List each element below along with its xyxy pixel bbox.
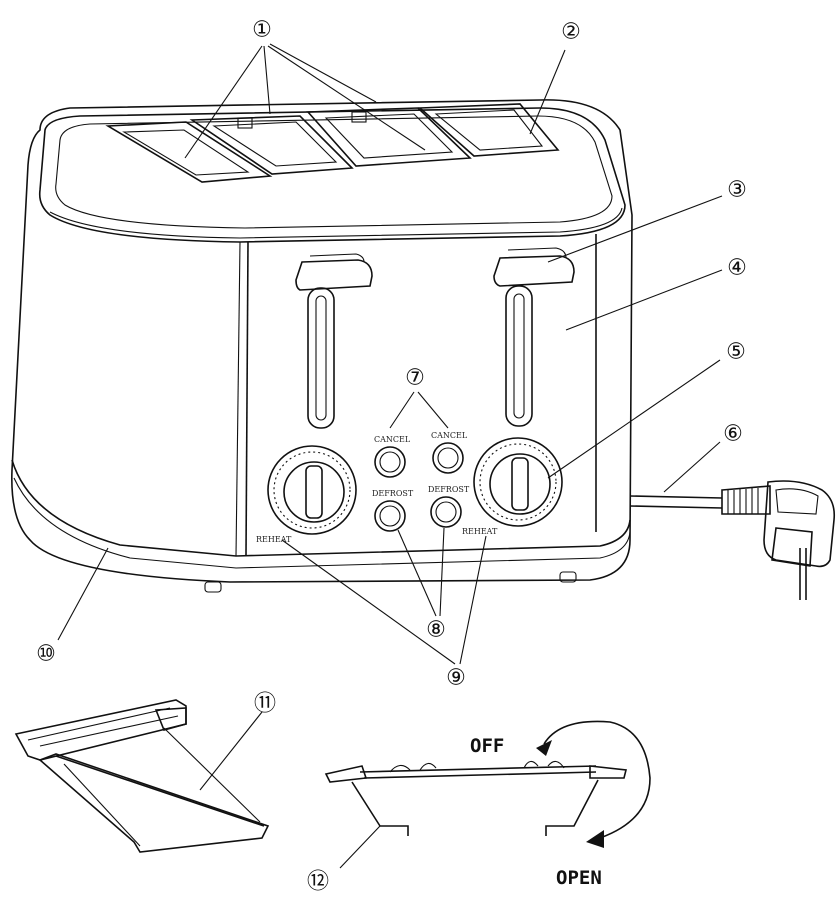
- callout-2: ②: [561, 20, 581, 45]
- callout-numbers: ① ② ③ ④ ⑤ ⑥ ⑦ ⑧ ⑨ ⑩ ⑪ ⑫: [36, 18, 747, 895]
- label-cancel-right: CANCEL: [431, 431, 468, 440]
- callout-12: ⑫: [307, 870, 329, 895]
- rack-rotation-arrow: OFF OPEN: [470, 720, 651, 889]
- toaster-body: [11, 99, 633, 593]
- lever-left: [295, 253, 373, 429]
- label-defrost-right: DEFROST: [428, 485, 470, 494]
- browning-knob-left: [267, 445, 357, 535]
- crumb-tray: [14, 699, 270, 853]
- leader-lines: [57, 43, 723, 869]
- callout-1: ①: [252, 18, 272, 43]
- label-reheat-right: REHEAT: [462, 527, 498, 536]
- callout-6: ⑥: [723, 422, 743, 447]
- callout-4: ④: [727, 256, 747, 281]
- callout-11: ⑪: [254, 692, 276, 717]
- callout-5: ⑤: [726, 340, 746, 365]
- defrost-button-left: [374, 500, 406, 532]
- cancel-button-left: [374, 446, 406, 478]
- defrost-button-right: [430, 496, 462, 528]
- label-cancel-left: CANCEL: [374, 435, 411, 444]
- power-cord: [629, 485, 771, 515]
- warming-rack: [324, 760, 627, 836]
- callout-10: ⑩: [36, 642, 56, 667]
- cancel-button-right: [432, 442, 464, 474]
- browning-knob-right: [473, 437, 563, 527]
- rack-state-open: OPEN: [556, 867, 602, 889]
- callout-3: ③: [727, 178, 747, 203]
- callout-8: ⑧: [426, 618, 446, 643]
- callout-9: ⑨: [446, 666, 466, 691]
- rack-state-off: OFF: [470, 735, 504, 757]
- function-buttons: CANCEL CANCEL DEFROST DEFROST REHEAT REH…: [256, 431, 498, 544]
- label-defrost-left: DEFROST: [372, 489, 414, 498]
- power-plug: [763, 480, 836, 600]
- bread-slots: [105, 103, 560, 183]
- lever-right: [493, 247, 575, 427]
- callout-7: ⑦: [405, 366, 425, 391]
- label-reheat-left: REHEAT: [256, 535, 292, 544]
